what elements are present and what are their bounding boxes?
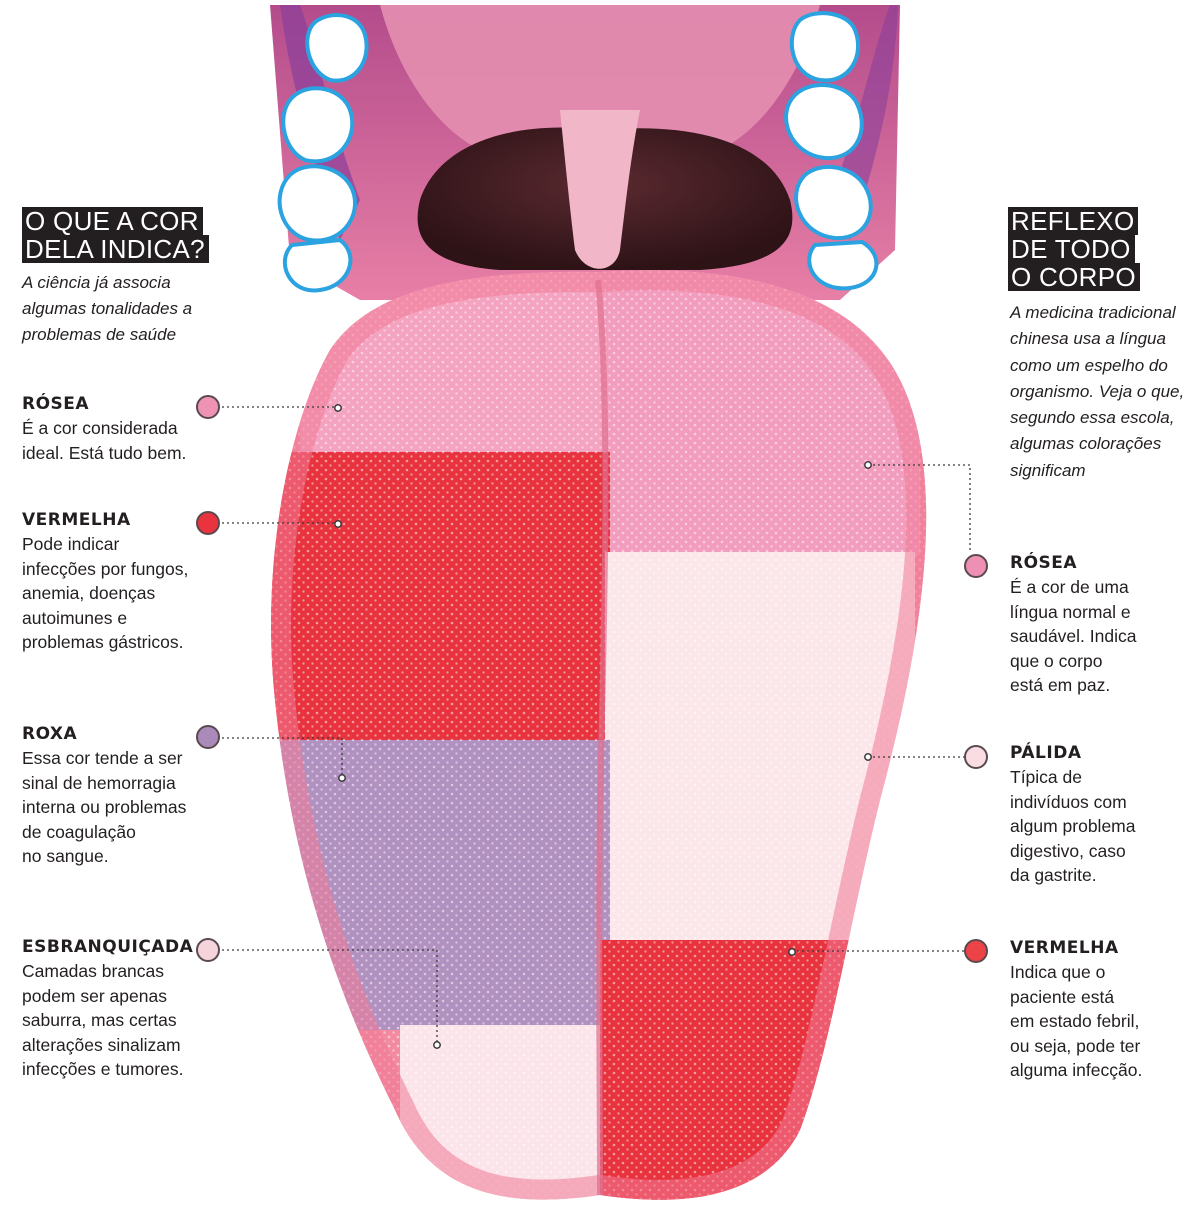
left-heading-line-1: O QUE A COR (22, 207, 203, 235)
right-item-palida-desc: Típica de indivíduos com algum problema … (1010, 767, 1136, 885)
leader-left-roxa (222, 737, 343, 776)
leader-left-esbranquicada (222, 949, 438, 1043)
left-item-vermelha-desc: Pode indicar infecções por fungos, anemi… (22, 534, 189, 652)
left-item-esbranquicada-label: ESBRANQUIÇADA (22, 937, 194, 957)
uvula (560, 110, 640, 269)
right-item-vermelha-desc: Indica que o paciente está em estado feb… (1010, 962, 1143, 1080)
right-item-palida: PÁLIDA Típica de indivíduos com algum pr… (1010, 741, 1190, 888)
right-item-rosea: RÓSEA É a cor de uma língua normal e sau… (1010, 551, 1190, 698)
swatch-right-vermelha (964, 939, 988, 963)
left-item-vermelha-label: VERMELHA (22, 510, 131, 530)
right-intro: A medicina tradicional chinesa usa a lín… (1010, 303, 1185, 480)
median-groove (595, 279, 609, 1196)
swatch-right-palida (964, 745, 988, 769)
left-heading: O QUE A COR DELA INDICA? (22, 207, 209, 263)
leader-right-rosea (868, 464, 971, 553)
left-item-esbranquicada: ESBRANQUIÇADA Camadas brancas podem ser … (22, 935, 217, 1082)
left-item-roxa-desc: Essa cor tende a ser sinal de hemorragia… (22, 748, 187, 866)
right-heading: REFLEXO DE TODO O CORPO (1008, 207, 1140, 291)
swatch-left-vermelha (196, 511, 220, 535)
left-item-rosea: RÓSEA É a cor considerada ideal. Está tu… (22, 392, 217, 465)
right-heading-line-2: DE TODO (1008, 235, 1135, 263)
right-item-vermelha: VERMELHA Indica que o paciente está em e… (1010, 936, 1190, 1083)
right-item-rosea-label: RÓSEA (1010, 553, 1078, 573)
swatch-left-esbranquicada (196, 938, 220, 962)
right-heading-line-1: REFLEXO (1008, 207, 1139, 235)
right-item-vermelha-label: VERMELHA (1010, 938, 1119, 958)
left-item-vermelha: VERMELHA Pode indicar infecções por fung… (22, 508, 217, 655)
left-item-rosea-label: RÓSEA (22, 394, 90, 414)
left-heading-line-2: DELA INDICA? (22, 235, 209, 263)
upper-teeth-right (784, 11, 879, 291)
left-item-roxa-label: ROXA (22, 724, 78, 744)
palate (380, 5, 820, 150)
left-item-roxa: ROXA Essa cor tende a ser sinal de hemor… (22, 722, 217, 869)
left-intro: A ciência já associa algumas tonalidades… (22, 273, 193, 344)
left-item-esbranquicada-desc: Camadas brancas podem ser apenas saburra… (22, 961, 184, 1079)
upper-teeth-left (277, 13, 369, 293)
right-heading-line-3: O CORPO (1008, 263, 1140, 291)
swatch-left-rosea (196, 395, 220, 419)
right-item-rosea-desc: É a cor de uma língua normal e saudável.… (1010, 577, 1137, 695)
left-item-rosea-desc: É a cor considerada ideal. Está tudo bem… (22, 418, 187, 463)
swatch-right-rosea (964, 554, 988, 578)
swatch-left-roxa (196, 725, 220, 749)
right-item-palida-label: PÁLIDA (1010, 743, 1082, 763)
